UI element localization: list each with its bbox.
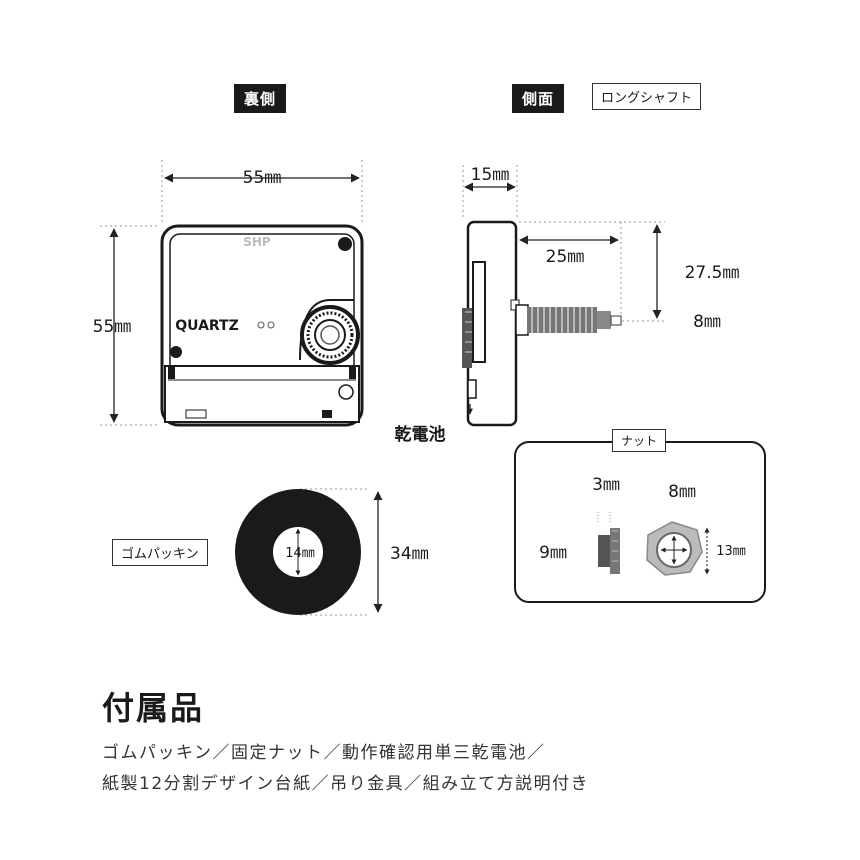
quartz-label: QUARTZ (175, 318, 239, 334)
accessories-line-2: 紙製12分割デザイン台紙／吊り金具／組み立て方説明付き (102, 774, 590, 794)
brand-logo: SHP (243, 235, 271, 249)
nut-thickness-label: 3㎜ (592, 475, 620, 495)
back-width-label: 55㎜ (243, 168, 282, 188)
dimension-diagram: 55㎜ 55㎜ SHP QUARTZ 15㎜ 25㎜ 27 (93, 160, 766, 616)
back-view-drawing: 55㎜ 55㎜ SHP QUARTZ (93, 160, 364, 427)
nut-box: 3㎜ 9㎜ 8㎜ 13㎜ (514, 441, 766, 603)
shaft-base (515, 304, 529, 336)
nut-box-title: ナット (612, 429, 667, 452)
nut-side (598, 535, 610, 567)
side-depth-label: 15㎜ (471, 165, 510, 185)
side-view-drawing: 15㎜ 25㎜ 27.5㎜ 8㎜ 乾電池 (395, 165, 740, 445)
ring-inner-label: 8㎜ (668, 482, 696, 502)
long-shaft-label: ロングシャフト (592, 83, 702, 110)
shaft-tip-label: 8㎜ (693, 312, 721, 332)
gasket-label: ゴムパッキン (112, 539, 208, 566)
total-shaft-label: 27.5㎜ (685, 263, 740, 283)
screw-dot (170, 346, 182, 358)
back-height-label: 55㎜ (93, 317, 132, 337)
screw-dot (338, 237, 352, 251)
side-view-label: 側面 (512, 84, 565, 113)
shaft-length-label: 25㎜ (546, 247, 585, 267)
nut-diameter-label: 9㎜ (539, 543, 567, 563)
accessories-line-1: ゴムパッキン／固定ナット／動作確認用単三乾電池／ (102, 743, 546, 763)
side-bracket (462, 308, 472, 368)
battery-label: 乾電池 (395, 424, 446, 445)
gasket-outer-label: 34㎜ (390, 544, 429, 564)
ring-outer-label: 13㎜ (716, 544, 746, 559)
gasket-drawing: 34㎜ 14㎜ (235, 488, 429, 616)
gear-icon (300, 305, 360, 365)
gasket-inner-label: 14㎜ (285, 546, 315, 561)
back-view-label: 裏側 (234, 84, 287, 113)
accessories-title: 付属品 (102, 689, 205, 727)
